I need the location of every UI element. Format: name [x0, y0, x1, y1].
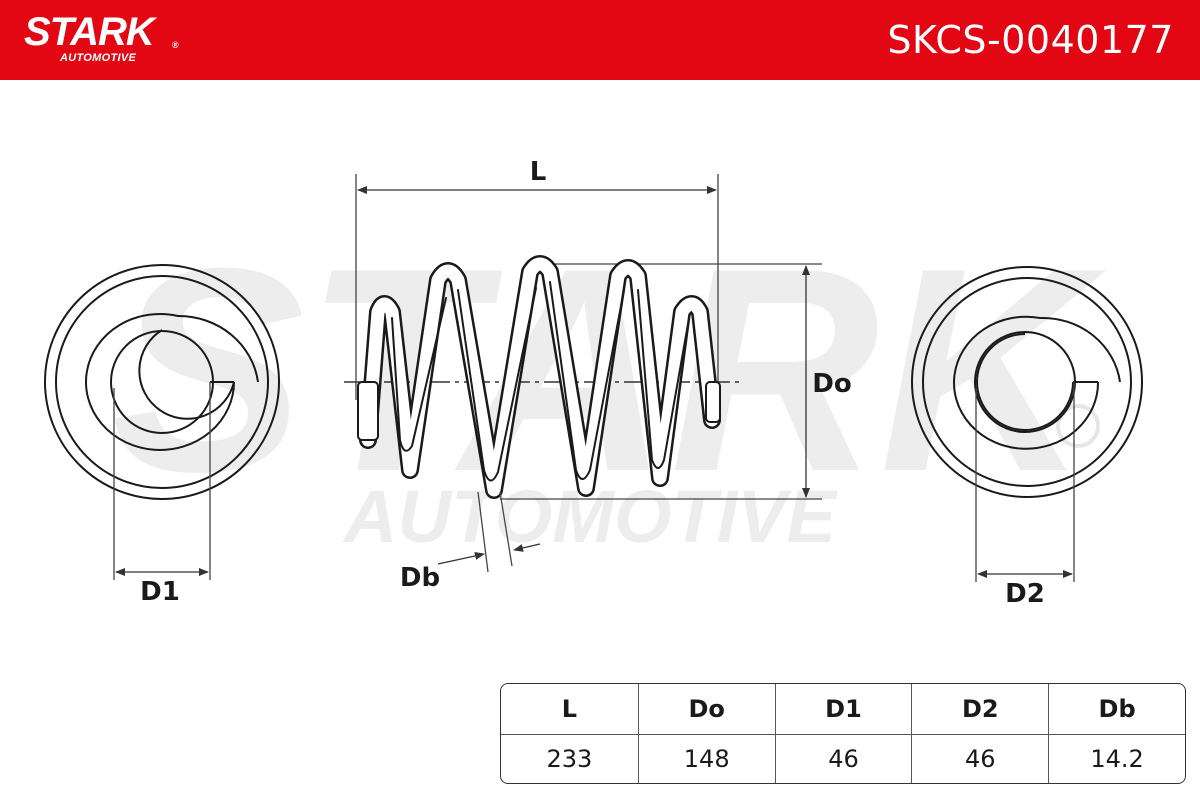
left-coil-spiral [85, 313, 259, 451]
db-arrow-left [437, 552, 485, 565]
coil-left-end [357, 381, 379, 441]
logo-reg-mark: ® [172, 40, 179, 50]
db-arrow-right [513, 543, 541, 552]
logo-brand: STARK [24, 10, 155, 54]
spec-header-d1: D1 [774, 684, 912, 735]
d2-label: D2 [1005, 579, 1045, 609]
watermark-reg-circle [1056, 404, 1100, 448]
end-view-left [44, 264, 280, 580]
part-number: SKCS-0040177 [887, 18, 1174, 62]
db-ext-right [499, 491, 513, 567]
left-outer-ring [44, 264, 280, 500]
left-inner-coil [138, 329, 235, 420]
spring-diagram: STARK AUTOMOTIVE D1 D2 L [44, 157, 1143, 609]
d1-label: D1 [140, 577, 180, 607]
left-outer-ring-inner [55, 275, 269, 489]
spec-table: L Do D1 D2 Db 233 148 46 46 14.2 [500, 683, 1186, 784]
spec-value-row: 233 148 46 46 14.2 [501, 735, 1185, 783]
stark-logo: STARK ® AUTOMOTIVE [24, 10, 179, 64]
spring-coils [357, 255, 721, 499]
l-label: L [530, 157, 547, 187]
spec-value-d1: 46 [774, 735, 912, 783]
coil-fill [361, 257, 719, 497]
spec-header-db: Db [1048, 684, 1185, 735]
right-outer-ring-inner [922, 277, 1132, 487]
header-bar: STARK ® AUTOMOTIVE SKCS-0040177 [0, 0, 1200, 80]
spec-header-l: L [501, 684, 638, 735]
spec-value-l: 233 [546, 745, 593, 773]
right-outer-ring [911, 266, 1143, 498]
db-ext-left [477, 491, 489, 573]
right-coil-spiral [953, 315, 1121, 450]
coil-back-lines [391, 281, 689, 482]
right-inner-coil [976, 333, 1074, 431]
spec-value-do: 148 [637, 735, 775, 783]
do-label: Do [812, 369, 851, 399]
coil-right-end [705, 381, 721, 423]
spec-header-d2: D2 [911, 684, 1049, 735]
end-view-right [911, 266, 1143, 582]
spec-value-d2: 46 [911, 735, 1048, 783]
logo-subtitle: AUTOMOTIVE [60, 52, 137, 64]
spec-header-do: Do [637, 684, 775, 735]
spec-value-db: 14.2 [1048, 735, 1185, 783]
db-label: Db [400, 563, 440, 593]
spring-side-view: L Do Db [344, 157, 852, 593]
spec-header-row: L Do D1 D2 Db [501, 684, 1185, 735]
